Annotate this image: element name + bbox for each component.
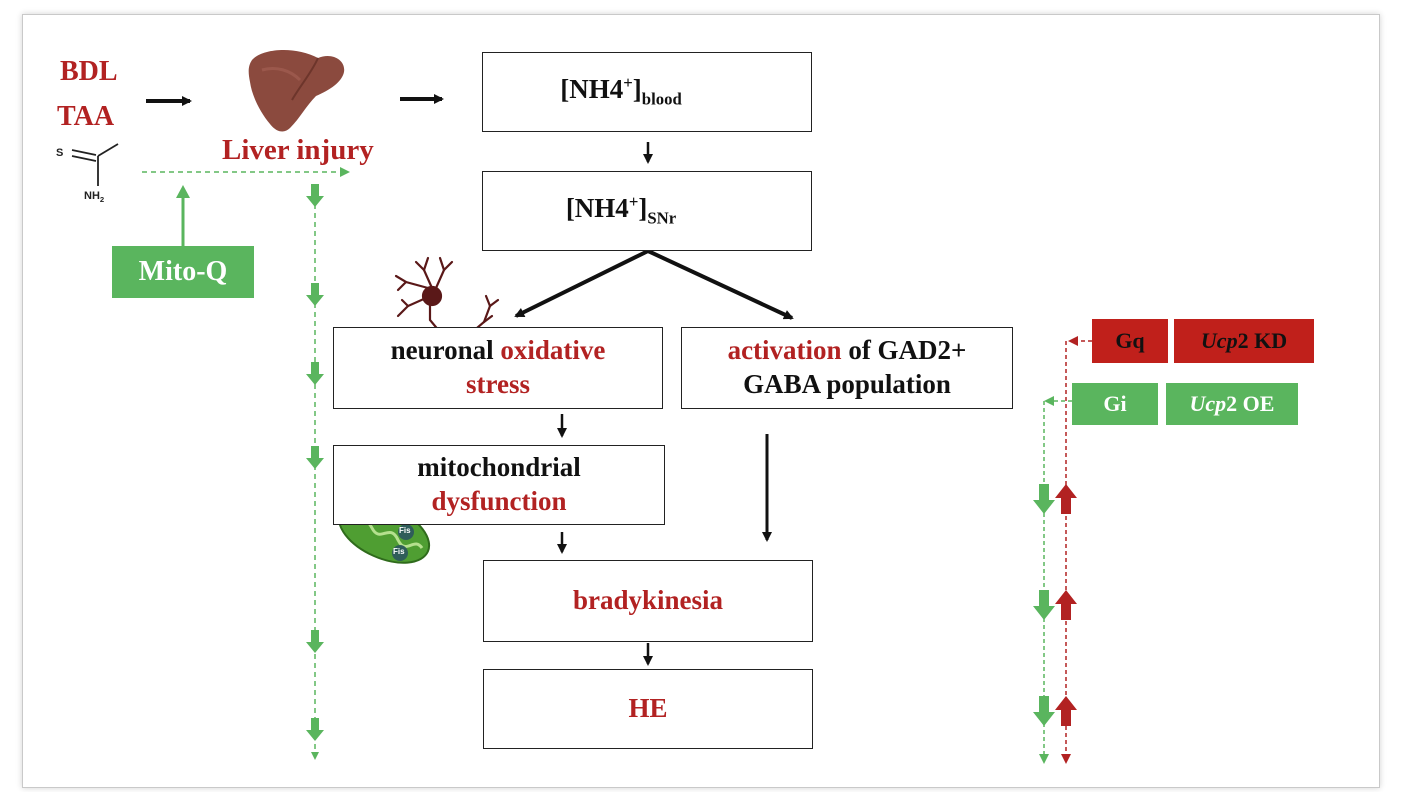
he-box: HE [483, 669, 813, 749]
down-arrow-icon [1033, 590, 1055, 620]
mito-q-label: Mito-Q [138, 256, 228, 287]
up-arrow-icon [1055, 590, 1077, 620]
down-arrow-icon [306, 718, 324, 741]
neuron-icon [394, 256, 500, 336]
mitoq-arrow-head [176, 185, 190, 198]
gi-down-arrows [1033, 484, 1055, 726]
down-arrow-icon [306, 283, 324, 306]
nh4-snr-box: [NH4+]SNr [482, 171, 812, 251]
liver-injury-label: Liver injury [222, 134, 374, 166]
mito-dysfunction-box: mitochondrial dysfunction [333, 445, 665, 525]
taa-structure-icon [71, 143, 119, 186]
down-arrow-icon [306, 184, 324, 207]
up-arrow-icon [1055, 696, 1077, 726]
gaba-activation-box: activation of GAD2+ GABA population [681, 327, 1013, 409]
up-arrow-icon [1055, 484, 1077, 514]
bradykinesia-box: bradykinesia [483, 560, 813, 642]
taa-label: TAA [57, 101, 115, 132]
nh4-blood-box: [NH4+]blood [482, 52, 812, 132]
gi-tag: Gi [1072, 383, 1158, 425]
mitoq-down-arrows [306, 184, 324, 760]
fis-label-1: Fis [385, 506, 397, 515]
fis-label-2: Fis [399, 526, 411, 535]
bdl-label: BDL [60, 56, 118, 87]
down-arrow-icon [306, 362, 324, 385]
arrow-snr-to-oxidative [514, 249, 649, 318]
fis-label-3: Fis [393, 547, 405, 556]
nh4-blood-label: [NH4+]blood [560, 73, 682, 109]
arrow-snr-to-gaba [647, 249, 794, 320]
taa-atom-nh2: NH2 [84, 190, 105, 205]
down-arrow-icon [306, 446, 324, 469]
down-arrow-icon [1033, 484, 1055, 514]
gq-tag: Gq [1092, 319, 1168, 363]
nh4-snr-label: [NH4+]SNr [565, 192, 677, 228]
oxidative-stress-box: neuronal oxidative stress [333, 327, 663, 409]
down-arrow-icon [311, 752, 319, 760]
down-arrow-icon [306, 630, 324, 653]
taa-atom-s: S [56, 147, 64, 159]
down-arrow-icon [1033, 696, 1055, 726]
gq-up-arrows [1055, 484, 1077, 726]
liver-icon [248, 49, 345, 132]
mito-q-tag: Mito-Q [112, 246, 254, 298]
